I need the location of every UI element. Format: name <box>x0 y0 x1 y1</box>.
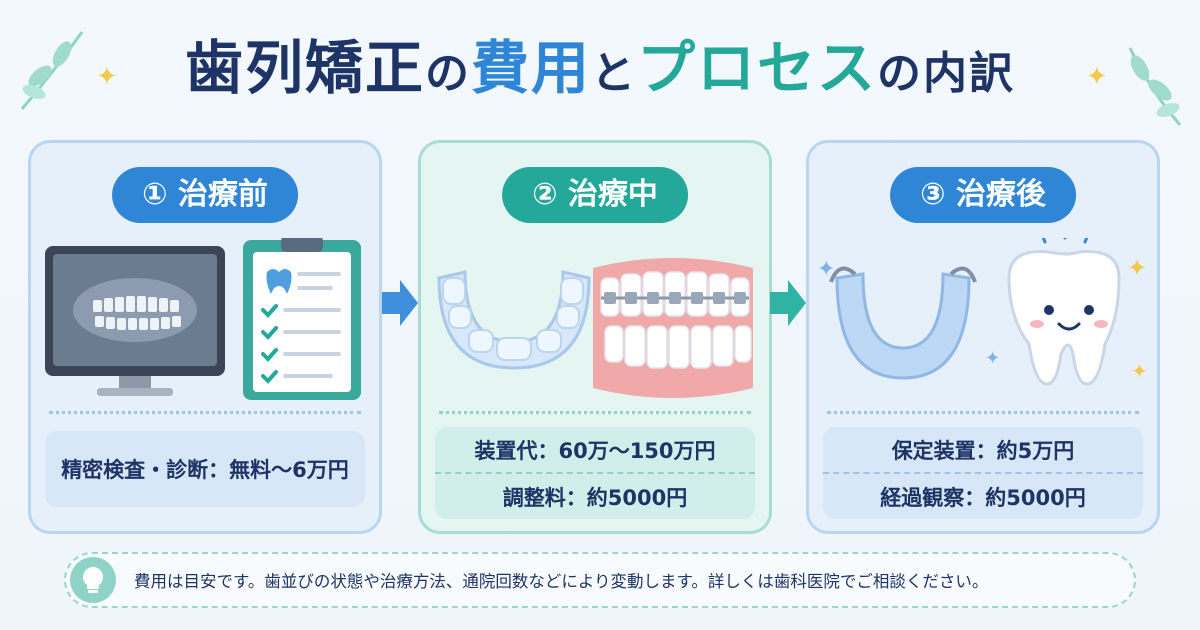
divider <box>49 411 361 414</box>
step-label: ① 治療前 <box>112 167 298 223</box>
step-card-before: ① 治療前 精密 <box>28 140 382 534</box>
divider <box>439 411 751 414</box>
cost-item: 保定装置：約5万円 <box>823 427 1143 474</box>
cost-box: 精密検査・診断：無料～6万円 <box>45 431 365 507</box>
svg-text:✦: ✦ <box>1131 359 1148 383</box>
arrow-right-icon <box>382 280 418 326</box>
title-part: プロセス <box>637 34 878 102</box>
cost-item: 精密検査・診断：無料～6万円 <box>61 458 349 482</box>
page-title: 歯列矯正の費用とプロセスの内訳 <box>0 28 1200 114</box>
sparkle-icon: ✦ <box>1086 62 1108 92</box>
cost-box: 保定装置：約5万円 経過観察：約5000円 <box>823 427 1143 519</box>
svg-text:✦: ✦ <box>1127 254 1147 282</box>
cost-box: 装置代：60万～150万円 調整料：約5000円 <box>435 427 755 519</box>
arrow-right-icon <box>770 280 806 326</box>
title-part: 歯列矯正 <box>184 34 425 102</box>
lightbulb-icon <box>70 557 116 603</box>
aligner-braces-illustration <box>437 258 753 398</box>
retainer-happy-tooth-illustration: ✦ ✦ ✦ ✦ <box>817 238 1148 386</box>
step-label: ③ 治療後 <box>890 167 1076 223</box>
sparkle-icon: ✦ <box>96 62 118 92</box>
divider <box>827 411 1139 414</box>
title-part: の内訳 <box>877 48 1016 99</box>
title-part: 費用 <box>470 34 591 102</box>
leaf-decoration-icon <box>20 31 84 110</box>
note-text: 費用は目安です。歯並びの状態や治療方法、通院回数などにより変動します。詳しくは歯… <box>134 572 989 591</box>
cost-item: 経過観察：約5000円 <box>880 485 1086 510</box>
step-card-during: ② 治療中 装置代：60万～150 <box>418 140 772 534</box>
cost-item: 調整料：約5000円 <box>502 485 688 510</box>
xray-monitor-clipboard-illustration <box>45 238 361 400</box>
leaf-decoration-icon <box>1128 47 1182 126</box>
step-label: ② 治療中 <box>502 167 688 223</box>
svg-text:✦: ✦ <box>817 257 835 282</box>
title-part: と <box>591 48 637 99</box>
svg-text:✦: ✦ <box>985 348 1000 369</box>
footer-note: 費用は目安です。歯並びの状態や治療方法、通院回数などにより変動します。詳しくは歯… <box>64 552 1136 608</box>
cost-item: 装置代：60万～150万円 <box>435 427 755 474</box>
title-part: の <box>424 48 471 99</box>
step-card-after: ③ 治療後 ✦ ✦ ✦ ✦ 保定装置：約5万円 経過観察：約5000円 <box>806 140 1160 534</box>
